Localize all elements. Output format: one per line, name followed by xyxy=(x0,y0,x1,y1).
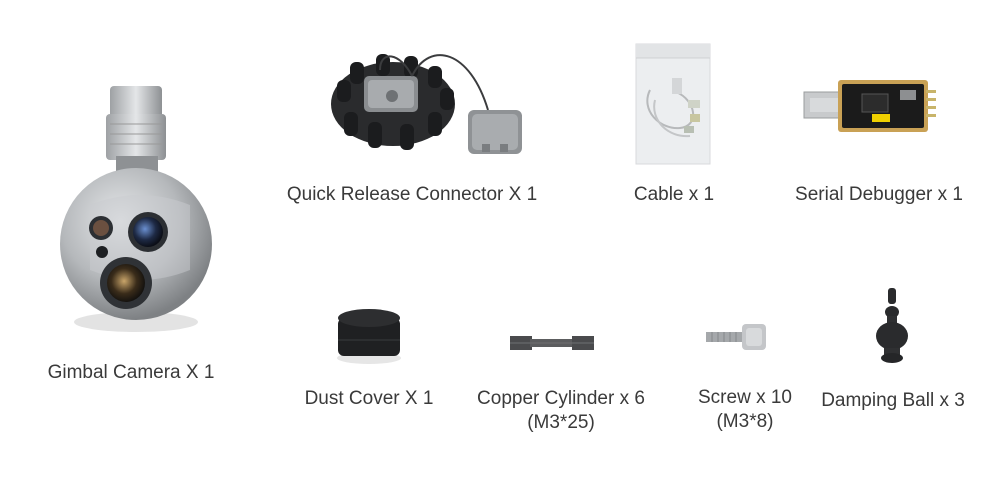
screw-spec: (M3*8) xyxy=(716,411,774,432)
damping-ball-label: Damping Ball x 3 xyxy=(821,390,965,411)
dust-cover-label: Dust Cover X 1 xyxy=(304,388,434,409)
copper-cylinder-spec: (M3*25) xyxy=(527,412,595,433)
cable-label: Cable x 1 xyxy=(633,184,715,205)
screw-name: Screw x 10 xyxy=(698,387,792,408)
screw-label: Screw x 10 (M3*8) xyxy=(672,386,818,434)
copper-cylinder-name: Copper Cylinder x 6 xyxy=(477,388,645,409)
copper-cylinder-label: Copper Cylinder x 6 (M3*25) xyxy=(466,387,656,435)
quick-release-connector-label: Quick Release Connector X 1 xyxy=(286,184,538,205)
serial-debugger-label: Serial Debugger x 1 xyxy=(795,184,963,205)
gimbal-camera-label: Gimbal Camera X 1 xyxy=(47,362,215,383)
